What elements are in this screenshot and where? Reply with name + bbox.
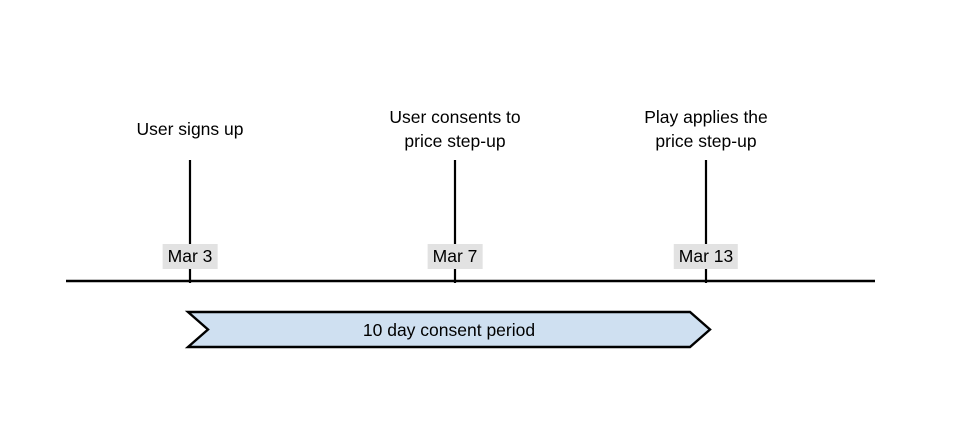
consent-period-label: 10 day consent period: [362, 320, 536, 340]
event-label-line1: Play applies the: [644, 107, 768, 127]
event-label-line1: User consents to: [389, 107, 521, 127]
event-label-user-consents: User consents to price step-up: [389, 105, 520, 153]
consent-period-arrow-shape: [184, 310, 712, 349]
date-chip-user-consents: Mar 7: [427, 244, 483, 269]
date-chip-play-applies: Mar 13: [673, 244, 739, 269]
event-label-user-signs-up: User signs up: [137, 117, 244, 141]
event-label-line2: price step-up: [655, 131, 757, 151]
date-chip-user-signs-up: Mar 3: [162, 244, 218, 269]
event-label-play-applies: Play applies the price step-up: [644, 105, 768, 153]
event-label-line2: price step-up: [404, 131, 506, 151]
event-label-line1: User signs up: [136, 119, 244, 139]
